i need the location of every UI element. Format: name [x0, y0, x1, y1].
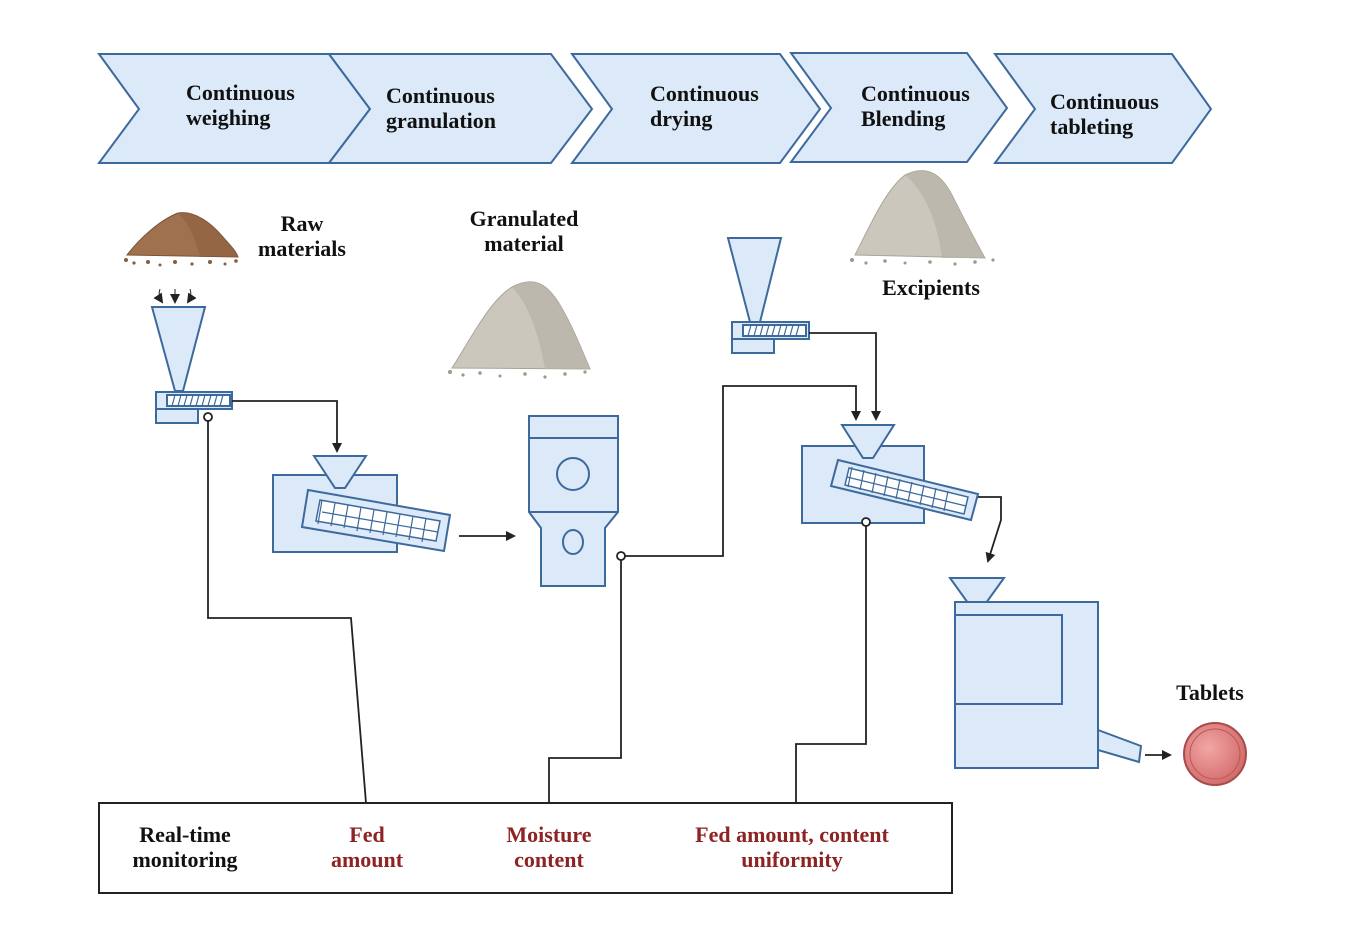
granulated-material-label: Granulated material [469, 206, 579, 256]
stage-chevron-granulation [326, 53, 594, 164]
raw-materials-label: Raw materials [258, 211, 346, 261]
stage-chevron-tableting [993, 53, 1213, 164]
excipient-feeder [726, 237, 810, 354]
stage-label-drying: Continuous drying [650, 81, 759, 131]
stage-label-blending: Continuous Blending [861, 81, 970, 131]
monitoring-box [98, 802, 953, 894]
tablet-icon [1183, 722, 1247, 786]
stage-label-granulation: Continuous granulation [386, 83, 497, 133]
sensor-moisture-icon [616, 551, 626, 561]
sensor-fed-amount-icon [203, 412, 213, 422]
sensor-blend-icon [861, 517, 871, 527]
tablet-press [948, 577, 1143, 769]
flow-weigher-to-granulator [232, 400, 342, 453]
stage-chevron-drying [570, 53, 822, 164]
weighing-feeder [150, 306, 233, 424]
monitoring-title: Real-time monitoring [132, 822, 238, 872]
flow-dryer-to-blender [622, 385, 861, 557]
stage-label-weighing: Continuous weighing [186, 80, 295, 130]
signal-line-moisture [548, 560, 622, 803]
excipients-label: Excipients [882, 275, 980, 300]
dryer [528, 415, 619, 587]
monitor-label-fed-amount-uniformity: Fed amount, content uniformity [695, 822, 889, 872]
monitor-label-moisture: Moisture content [506, 822, 592, 872]
granulator [272, 455, 452, 553]
signal-line-fed-amount [207, 421, 367, 804]
flow-excipients-to-blender [809, 332, 881, 421]
flow-blender-to-tablet-press [978, 496, 1002, 563]
excipients-pile-icon [850, 170, 995, 266]
monitor-label-fed-amount: Fed amount [330, 822, 404, 872]
granulated-material-pile-icon [448, 281, 591, 379]
signal-line-blend [795, 526, 867, 803]
raw-materials-pile-icon [124, 212, 239, 267]
blender [801, 424, 980, 524]
tablet-inner-ring [1189, 728, 1241, 780]
tablets-label: Tablets [1176, 680, 1244, 705]
stage-chevron-blending [789, 52, 1009, 163]
stage-label-tableting: Continuous tableting [1050, 89, 1159, 139]
